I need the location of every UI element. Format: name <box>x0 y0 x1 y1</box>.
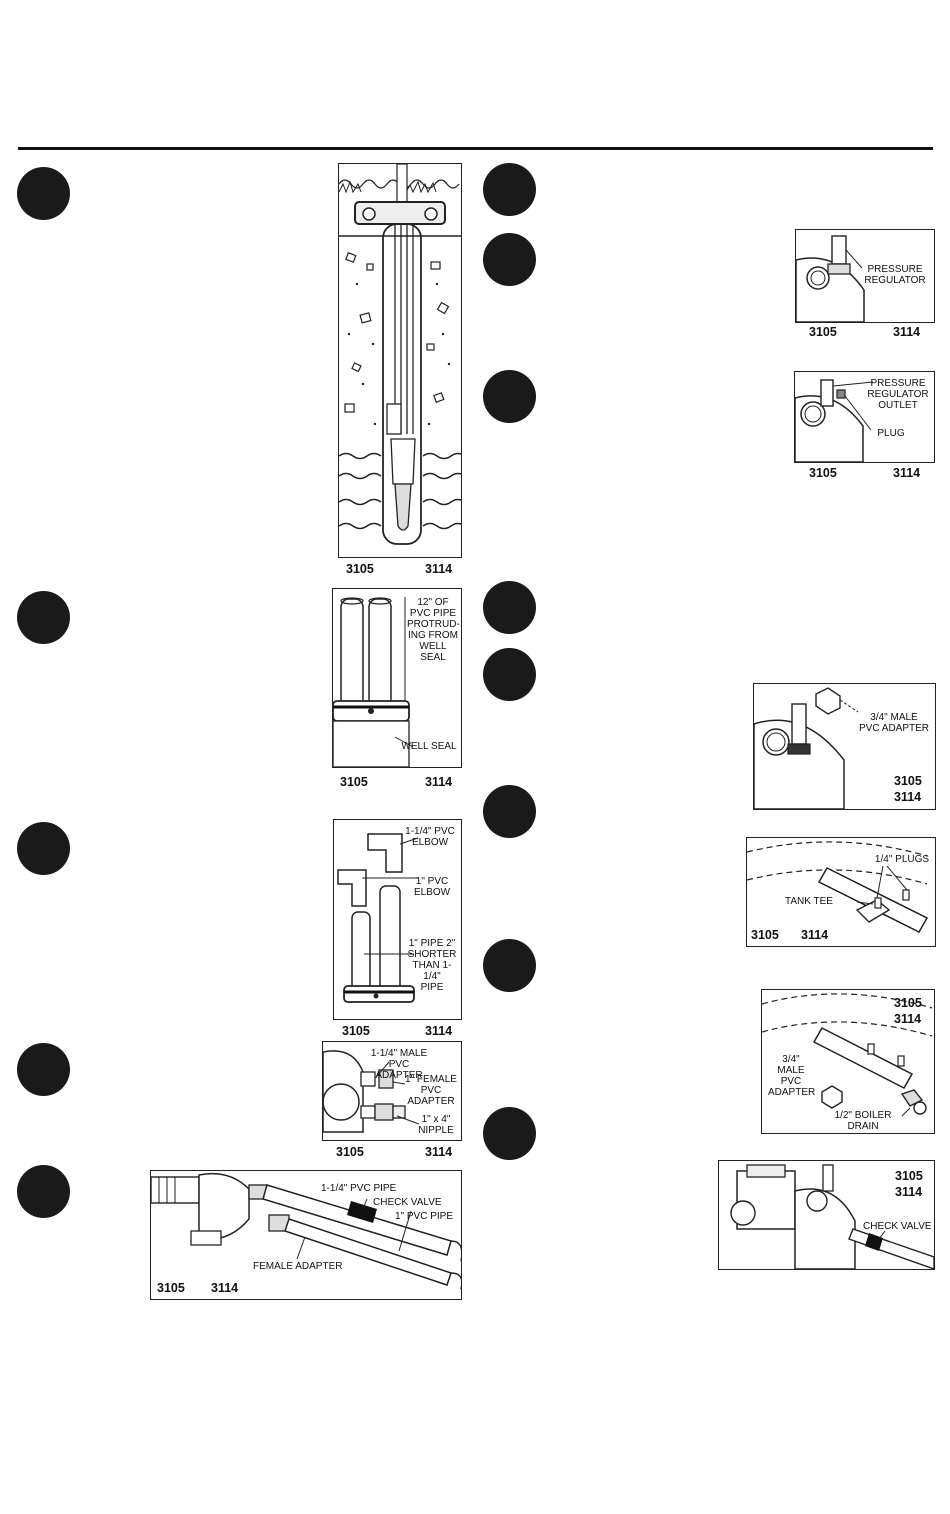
model-number: 3105 <box>894 774 922 788</box>
quarter-inch-plugs-label: 1/4" PLUGS <box>874 854 930 865</box>
pipe-protrusion-figure: 12" OF PVC PIPE PROTRUD- ING FROM WELL S… <box>332 588 462 768</box>
plug-label: PLUG <box>877 428 905 439</box>
step-bullet-3 <box>17 822 70 875</box>
step-bullet-8 <box>483 370 536 423</box>
model-number: 3114 <box>894 1012 922 1026</box>
check-valve-label: CHECK VALVE <box>863 1221 932 1232</box>
male-adapter-label: 1-1/4" MALE PVC ADAPTER <box>370 1048 428 1081</box>
male-adapter-label: 3/4" MALE PVC ADAPTER <box>768 1054 816 1098</box>
pressure-regulator-figure: PRESSURE REGULATOR <box>795 229 935 323</box>
boiler-drain-label: 1/2" BOILER DRAIN <box>834 1110 892 1132</box>
model-number: 3114 <box>894 790 922 804</box>
elbows-figure: 1-1/4" PVC ELBOW 1" PVC ELBOW 1" PIPE 2"… <box>333 819 462 1020</box>
model-number: 3114 <box>425 1024 453 1038</box>
pipe-protrusion-label: 12" OF PVC PIPE PROTRUD- ING FROM WELL S… <box>407 597 460 663</box>
model-number: 3105 <box>342 1024 370 1038</box>
well-installation-figure <box>338 163 462 558</box>
tank-tee-plugs-illustration <box>747 841 929 933</box>
pressure-regulator-illustration <box>796 235 865 322</box>
pvc-elbows-illustration <box>337 833 419 1003</box>
male-adapter-label: 3/4" MALE PVC ADAPTER <box>858 712 930 734</box>
female-adapter-label: 1" FEMALE PVC ADAPTER <box>405 1074 457 1107</box>
model-number: 3114 <box>801 928 829 942</box>
model-number: 3114 <box>895 1185 923 1199</box>
tank-tee-label: TANK TEE <box>785 896 833 907</box>
boiler-drain-figure: 3/4" MALE PVC ADAPTER 1/2" BOILER DRAIN … <box>761 989 935 1134</box>
step-bullet-9 <box>483 581 536 634</box>
pipe-small-label: 1" PVC PIPE <box>395 1211 454 1222</box>
boiler-drain-illustration <box>762 993 933 1117</box>
model-number: 3105 <box>346 562 374 576</box>
model-number: 3114 <box>893 466 921 480</box>
model-number: 3114 <box>211 1281 239 1295</box>
model-number: 3105 <box>809 466 837 480</box>
model-number: 3105 <box>340 775 368 789</box>
pump-adapters-illustration <box>323 1050 420 1133</box>
well-illustration <box>339 164 461 545</box>
elbow-large-label: 1-1/4" PVC ELBOW <box>405 826 455 848</box>
tank-tee-figure: 1/4" PLUGS TANK TEE 3105 3114 <box>746 837 936 947</box>
pipe-large-label: 1-1/4" PVC PIPE <box>321 1183 397 1194</box>
pressure-regulator-label: PRESSURE REGULATOR <box>864 264 926 286</box>
step-bullet-5 <box>17 1165 70 1218</box>
model-number: 3105 <box>809 325 837 339</box>
well-seal-label: WELL SEAL <box>401 741 457 752</box>
header-rule <box>18 147 933 150</box>
check-valve-label: CHECK VALVE <box>373 1197 442 1208</box>
model-number: 3114 <box>893 325 921 339</box>
step-bullet-12 <box>483 939 536 992</box>
adapters-figure: 1-1/4" MALE PVC ADAPTER 1" FEMALE PVC AD… <box>322 1041 462 1141</box>
pipes-in-well-seal-illustration <box>333 597 414 767</box>
model-number: 3105 <box>336 1145 364 1159</box>
pipe-length-label: 1" PIPE 2" SHORTER THAN 1-1/4" PIPE <box>407 938 457 993</box>
step-bullet-6 <box>483 163 536 216</box>
elbow-small-label: 1" PVC ELBOW <box>413 876 451 898</box>
step-bullet-11 <box>483 785 536 838</box>
regulator-outlet-figure: PRESSURE REGULATOR OUTLET PLUG <box>794 371 935 463</box>
male-adapter-illustration <box>754 687 859 809</box>
model-number: 3105 <box>895 1169 923 1183</box>
step-bullet-13 <box>483 1107 536 1160</box>
model-number: 3105 <box>157 1281 185 1295</box>
pipe-connection-figure: 1-1/4" PVC PIPE CHECK VALVE 1" PVC PIPE … <box>150 1170 462 1300</box>
model-number: 3114 <box>425 562 453 576</box>
regulator-outlet-label: PRESSURE REGULATOR OUTLET <box>867 378 929 411</box>
step-bullet-1 <box>17 167 70 220</box>
step-bullet-2 <box>17 591 70 644</box>
nipple-label: 1" x 4" NIPPLE <box>418 1114 454 1136</box>
regulator-outlet-plug-illustration <box>795 379 874 462</box>
pump-check-valve-illustration <box>730 1164 934 1269</box>
female-adapter-label: FEMALE ADAPTER <box>253 1261 343 1272</box>
pump-pipe-connection-illustration <box>151 1172 461 1289</box>
male-adapter-figure: 3/4" MALE PVC ADAPTER 3105 3114 <box>753 683 936 810</box>
model-number: 3105 <box>751 928 779 942</box>
final-assembly-figure: CHECK VALVE 3105 3114 <box>718 1160 935 1270</box>
model-number: 3114 <box>425 775 453 789</box>
model-number: 3105 <box>894 996 922 1010</box>
step-bullet-7 <box>483 233 536 286</box>
step-bullet-10 <box>483 648 536 701</box>
step-bullet-4 <box>17 1043 70 1096</box>
model-number: 3114 <box>425 1145 453 1159</box>
